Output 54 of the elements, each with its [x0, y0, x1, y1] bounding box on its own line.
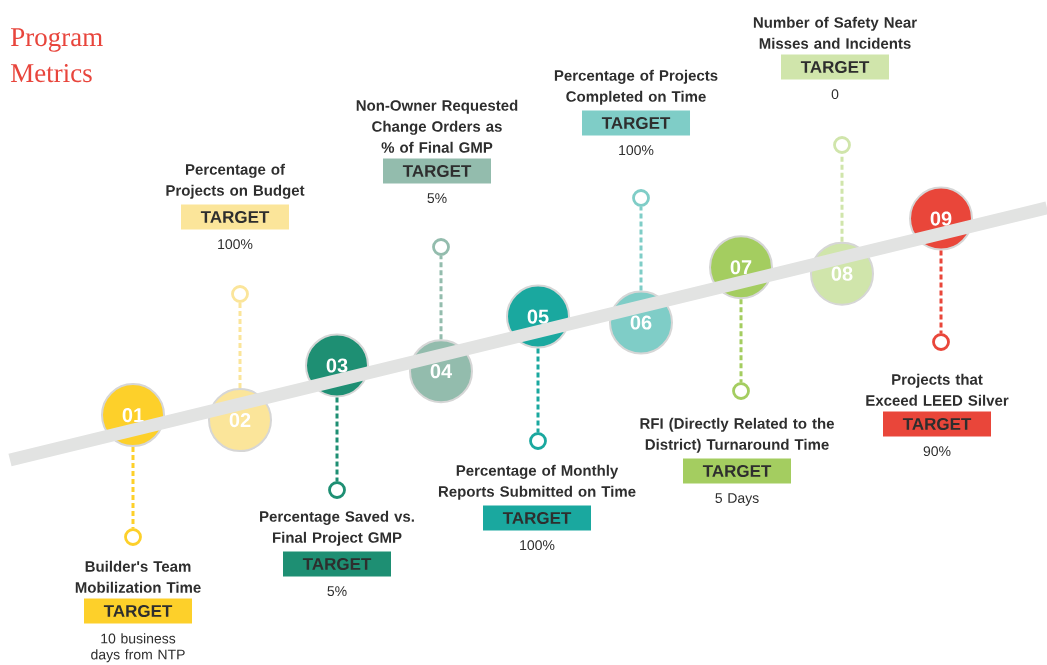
dashed-connector — [335, 397, 339, 482]
number-disc: 03 — [305, 333, 369, 398]
target-value: 90% — [923, 446, 951, 457]
metric-heading: Builder's Team Mobilization Time — [75, 560, 201, 593]
target-value: 0 — [831, 89, 839, 100]
metric-heading: Non-Owner Requested Change Orders as % of Final GMP — [356, 99, 518, 153]
target-value: 5% — [327, 586, 347, 597]
target-box: TARGET — [781, 54, 889, 80]
metric-heading: Projects that Exceed LEED Silver — [866, 373, 1009, 406]
target-value: 100% — [520, 540, 555, 551]
dashed-connector — [536, 348, 540, 433]
number-disc: 09 — [909, 186, 973, 251]
target-box: TARGET — [483, 505, 591, 531]
target-box: TARGET — [683, 458, 791, 484]
dashed-connector — [131, 447, 135, 529]
ring-marker — [632, 189, 650, 207]
target-box: TARGET — [283, 551, 391, 577]
target-value: 5 Days — [715, 493, 759, 506]
dashed-connector — [238, 302, 242, 389]
target-box: TARGET — [383, 158, 491, 184]
target-value: 5% — [427, 193, 447, 204]
target-value: 100% — [218, 239, 253, 250]
ring-marker — [124, 528, 142, 546]
dashed-connector — [939, 250, 943, 334]
dashed-connector — [639, 206, 643, 291]
ring-marker — [529, 432, 547, 450]
ring-marker — [432, 238, 450, 256]
target-box: TARGET — [84, 598, 192, 624]
number-disc: 02 — [208, 388, 272, 453]
ring-marker — [732, 382, 750, 400]
ring-marker — [328, 481, 346, 499]
dashed-connector — [739, 299, 743, 383]
metric-heading: Percentage of Projects on Budget — [166, 163, 305, 199]
target-value: 10 business days from NTP — [91, 633, 185, 663]
title: Program Metrics — [11, 28, 103, 83]
metric-heading: Number of Safety Near Misses and Incidents — [753, 16, 917, 49]
metric-heading: RFI (Directly Related to the District) Turnaround Time — [640, 417, 834, 453]
target-box: TARGET — [883, 411, 991, 437]
ring-marker — [231, 285, 249, 303]
number-disc: 07 — [709, 235, 773, 300]
metric-heading: Percentage of Projects Completed on Time — [554, 69, 718, 105]
dashed-connector — [439, 255, 443, 340]
number-disc: 06 — [609, 290, 673, 355]
number-disc: 05 — [506, 284, 570, 349]
number-disc: 01 — [101, 383, 165, 448]
number-disc: 08 — [810, 241, 874, 306]
metric-heading: Percentage of Monthly Reports Submitted on Time — [439, 464, 636, 500]
number-disc: 04 — [409, 339, 473, 404]
ring-marker — [833, 136, 851, 154]
target-box: TARGET — [181, 204, 289, 230]
target-box: TARGET — [582, 110, 690, 136]
target-value: 100% — [619, 145, 654, 156]
ring-marker — [932, 333, 950, 351]
metric-heading: Percentage Saved vs. Final Project GMP — [260, 510, 414, 546]
